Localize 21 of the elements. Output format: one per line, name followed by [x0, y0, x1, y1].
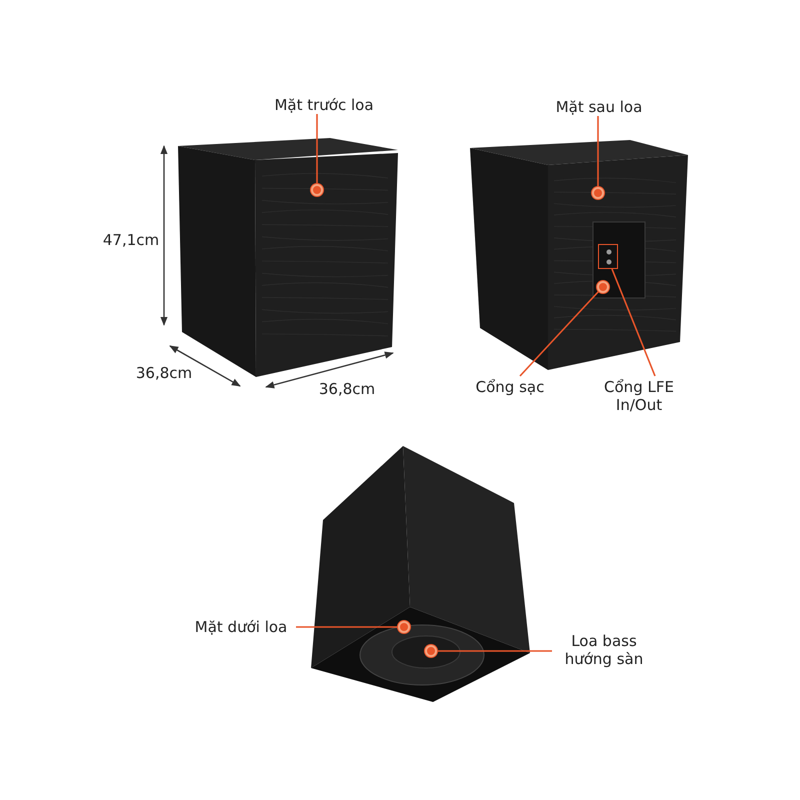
callout-label: Loa bass hướng sàn	[552, 632, 656, 668]
highlight-frame	[598, 244, 618, 269]
dimension-label: 36,8cm	[134, 364, 194, 382]
dimension-label: 36,8cm	[318, 380, 376, 398]
target-dot	[311, 184, 323, 196]
callout-label: Mặt trước loa	[262, 96, 386, 114]
target-dot	[597, 281, 609, 293]
leader-line	[296, 626, 398, 628]
callout-label: Cổng LFE In/Out	[604, 378, 674, 414]
dimension-label: 47,1cm	[102, 231, 160, 249]
leader-line	[611, 268, 656, 376]
leader-line	[316, 114, 318, 184]
target-dot	[425, 645, 437, 657]
leader-line	[437, 650, 552, 652]
callout-label: Mặt sau loa	[552, 98, 646, 116]
leader-line	[597, 116, 599, 187]
leader-line	[519, 290, 600, 377]
target-dot	[592, 187, 604, 199]
callout-label: Cổng sạc	[470, 378, 550, 396]
target-dot	[398, 621, 410, 633]
callout-label: Mặt dưới loa	[188, 618, 294, 636]
